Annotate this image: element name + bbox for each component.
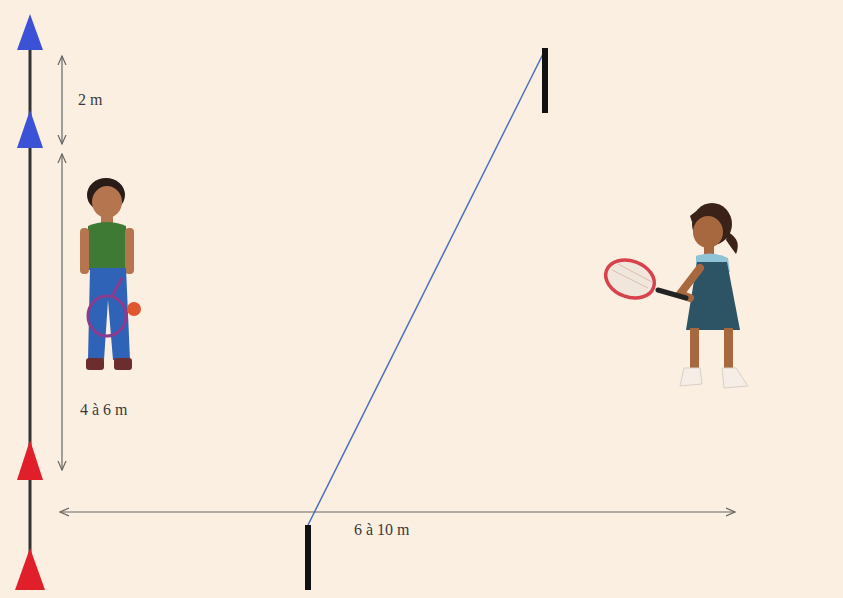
dimension-arrow [60,511,735,512]
girl-figure [600,203,748,388]
boundary-line [29,20,32,585]
blue-cone [17,110,43,148]
red-cone [15,548,45,590]
dimension-label: 2 m [76,91,104,109]
red-cone [17,440,43,480]
dimension-arrow [61,56,62,144]
dimension-arrow [61,154,62,470]
boy-figure [80,178,141,370]
net-line [308,50,545,525]
dimension-label: 6 à 10 m [352,521,412,539]
dimension-label: 4 à 6 m [78,401,130,419]
net-post [305,525,311,590]
net-post [542,48,548,113]
blue-cone [17,14,43,50]
